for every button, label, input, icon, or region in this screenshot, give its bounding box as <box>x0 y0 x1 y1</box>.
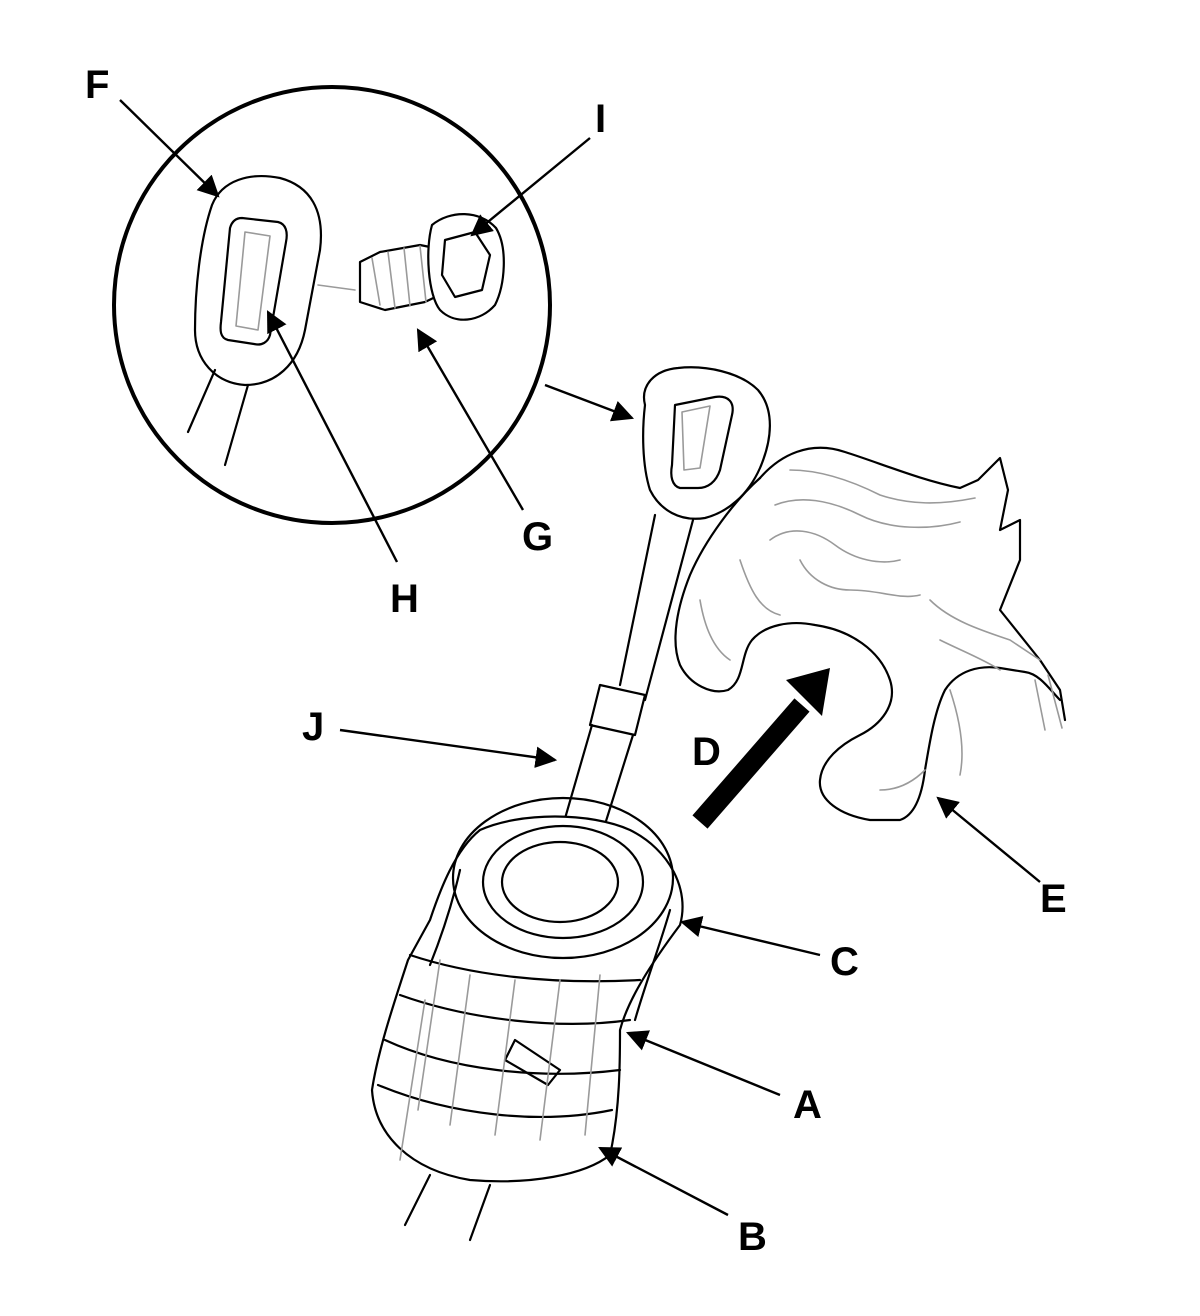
leader-i <box>470 137 591 237</box>
leader-j <box>339 728 558 769</box>
leader-a <box>625 1030 781 1097</box>
callout-d: D <box>692 730 721 774</box>
callout-j: J <box>302 705 324 749</box>
direction-arrow <box>692 668 830 829</box>
cable-housing <box>370 796 684 1242</box>
leader-c <box>679 916 821 957</box>
callout-e: E <box>1040 877 1067 921</box>
leader-h <box>266 310 399 563</box>
callout-a: A <box>793 1083 822 1127</box>
callout-c: C <box>830 940 859 984</box>
leader-e <box>936 796 1041 883</box>
leader-g <box>416 328 525 511</box>
callout-f: F <box>85 63 109 107</box>
detail-view <box>112 85 552 525</box>
leader-f <box>119 99 220 198</box>
cable-rod <box>538 366 771 922</box>
leader-b <box>598 1146 729 1217</box>
bracket <box>674 446 1067 822</box>
callout-i: I <box>595 97 606 141</box>
callout-h: H <box>390 577 419 621</box>
callout-g: G <box>522 515 553 559</box>
callout-b: B <box>738 1215 767 1259</box>
